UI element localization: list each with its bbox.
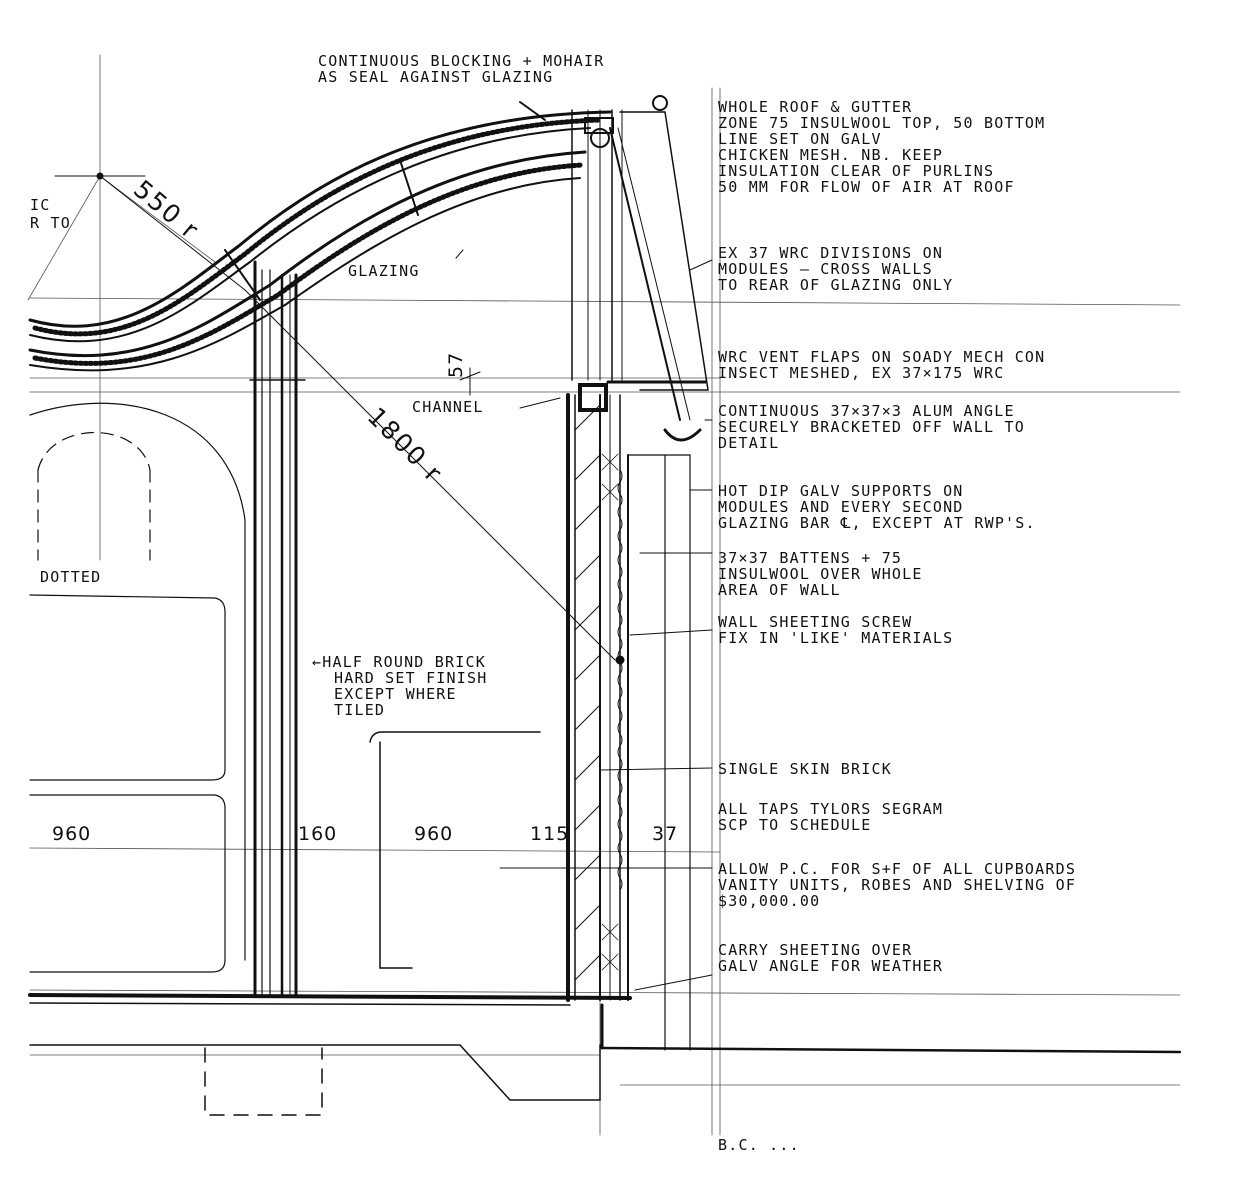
left-fragment: IC <box>30 196 50 214</box>
top-note: CONTINUOUS BLOCKING + MOHAIR AS SEAL AGA… <box>318 52 604 86</box>
note-line: WHOLE ROOF & GUTTER <box>718 98 912 116</box>
note-line: CARRY SHEETING OVER <box>718 941 912 959</box>
half-round-note: ←HALF ROUND BRICK HARD SET FINISH EXCEPT… <box>312 653 487 719</box>
note-line: CONTINUOUS 37×37×3 ALUM ANGLE <box>718 402 1015 420</box>
floor-slab <box>28 993 1182 1116</box>
note-line: INSULWOOL OVER WHOLE <box>718 565 923 583</box>
arched-window <box>29 402 246 973</box>
dimension-value: 960 <box>414 823 453 845</box>
note-line: TO REAR OF GLAZING ONLY <box>718 276 953 294</box>
note-line: ALL TAPS TYLORS SEGRAM <box>718 800 943 818</box>
external-wall <box>566 393 629 1002</box>
dimension-value: 160 <box>298 823 337 845</box>
note-line: MODULES AND EVERY SECOND <box>718 498 964 516</box>
note-line: $30,000.00 <box>718 892 820 910</box>
note-line: SCP TO SCHEDULE <box>718 816 871 834</box>
dotted-label: DOTTED <box>40 568 101 586</box>
note-line: MODULES — CROSS WALLS <box>718 260 933 278</box>
note-line: ZONE 75 INSULWOOL TOP, 50 BOTTOM <box>718 114 1045 132</box>
half-round-line: EXCEPT WHERE <box>334 685 457 703</box>
note-line: AREA OF WALL <box>718 581 841 599</box>
note-line: DETAIL <box>718 434 779 452</box>
note-line: LINE SET ON GALV <box>718 130 882 148</box>
note-line: 37×37 BATTENS + 75 <box>718 549 902 567</box>
note-line: FIX IN 'LIKE' MATERIALS <box>718 629 953 647</box>
channel-label: CHANNEL <box>412 398 484 416</box>
half-round-line: TILED <box>334 701 385 719</box>
cupboard-outline <box>369 731 541 969</box>
dimension-row: 960 160 960 115 37 <box>52 823 678 845</box>
note-line: CHICKEN MESH. NB. KEEP <box>718 146 943 164</box>
top-note-line: AS SEAL AGAINST GLAZING <box>318 68 553 86</box>
note-line: EX 37 WRC DIVISIONS ON <box>718 244 943 262</box>
note-line: SECURELY BRACKETED OFF WALL TO <box>718 418 1025 436</box>
note-line: VANITY UNITS, ROBES AND SHELVING OF <box>718 876 1076 894</box>
note-line: INSULATION CLEAR OF PURLINS <box>718 162 994 180</box>
construction-lines <box>27 54 1181 1136</box>
top-note-line: CONTINUOUS BLOCKING + MOHAIR <box>318 52 604 70</box>
note-line: SINGLE SKIN BRICK <box>718 760 892 778</box>
radius-lines <box>54 172 616 661</box>
half-round-line: ←HALF ROUND BRICK <box>312 653 486 671</box>
note-line: ALLOW P.C. FOR S+F OF ALL CUPBOARDS <box>718 860 1076 878</box>
left-column <box>249 260 306 997</box>
note-block: SINGLE SKIN BRICK <box>718 760 892 778</box>
dimension-57: 57 <box>445 352 467 378</box>
bottom-fragment: B.C. ... <box>718 1136 800 1154</box>
left-fragment: R TO <box>30 214 71 232</box>
dimension-value: 960 <box>52 823 91 845</box>
leader-lines <box>455 249 713 991</box>
roof-post <box>571 95 709 1051</box>
dimension-value: 115 <box>530 823 569 845</box>
note-line: HOT DIP GALV SUPPORTS ON <box>718 482 964 500</box>
note-block: ALLOW P.C. FOR S+F OF ALL CUPBOARDSVANIT… <box>718 860 1076 910</box>
note-line: INSECT MESHED, EX 37×175 WRC <box>718 364 1004 382</box>
glazing-label: GLAZING <box>348 262 420 280</box>
half-round-line: HARD SET FINISH <box>334 669 487 687</box>
note-line: 50 MM FOR FLOW OF AIR AT ROOF <box>718 178 1015 196</box>
note-line: WRC VENT FLAPS ON SOADY MECH CON <box>718 348 1045 366</box>
curved-roof <box>28 101 612 372</box>
note-line: WALL SHEETING SCREW <box>718 613 912 631</box>
radius-550-label: 550 r <box>128 174 205 245</box>
note-line: GALV ANGLE FOR WEATHER <box>718 957 943 975</box>
dimension-value: 37 <box>652 823 678 845</box>
note-line: GLAZING BAR ℄, EXCEPT AT RWP'S. <box>718 514 1036 532</box>
